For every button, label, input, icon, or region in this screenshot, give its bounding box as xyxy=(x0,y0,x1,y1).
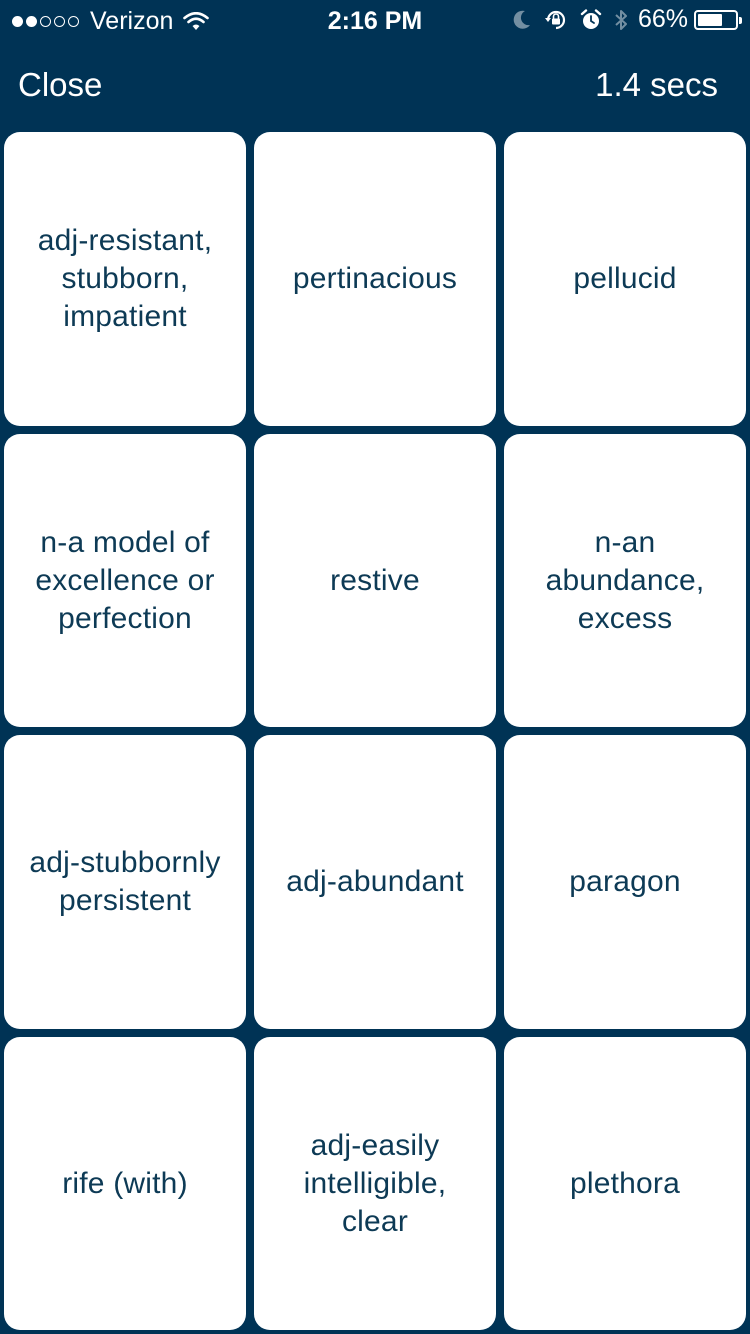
match-tile[interactable]: n-an abundance, excess xyxy=(504,434,746,727)
close-button[interactable]: Close xyxy=(18,66,103,103)
nav-bar: Close 1.4 secs xyxy=(0,40,750,130)
match-tile[interactable]: adj-easily intelligible, clear xyxy=(254,1037,496,1330)
battery-icon xyxy=(694,9,742,30)
alarm-icon xyxy=(580,8,602,31)
status-bar: Verizon 2:16 PM xyxy=(0,0,750,40)
match-tile[interactable]: adj-resistant, stubborn, impatient xyxy=(4,132,246,426)
moon-icon xyxy=(512,9,532,31)
status-bar-left: Verizon xyxy=(12,7,210,36)
match-tile[interactable]: adj-abundant xyxy=(254,735,496,1029)
match-tile[interactable]: rife (with) xyxy=(4,1037,246,1330)
match-tile[interactable]: adj-stubbornly persistent xyxy=(4,735,246,1029)
battery-percent: 66% xyxy=(637,5,688,33)
match-tile[interactable]: plethora xyxy=(504,1037,746,1330)
signal-strength-icon xyxy=(12,16,82,27)
status-bar-right: 66% xyxy=(500,5,742,34)
match-tile[interactable]: n-a model of excellence or perfection xyxy=(4,434,246,727)
match-grid: adj-resistant, stubborn, impatient perti… xyxy=(4,132,746,1330)
match-tile[interactable]: pellucid xyxy=(504,132,746,426)
match-tile[interactable]: restive xyxy=(254,434,496,727)
status-time: 2:16 PM xyxy=(327,7,423,35)
wifi-icon xyxy=(183,11,210,32)
carrier-name: Verizon xyxy=(90,7,174,35)
match-tile[interactable]: paragon xyxy=(504,735,746,1029)
match-tile[interactable]: pertinacious xyxy=(254,132,496,426)
rotation-lock-icon xyxy=(544,8,568,32)
bluetooth-icon xyxy=(614,8,628,32)
timer-label: 1.4 secs xyxy=(595,66,718,103)
battery-fill xyxy=(698,13,722,26)
